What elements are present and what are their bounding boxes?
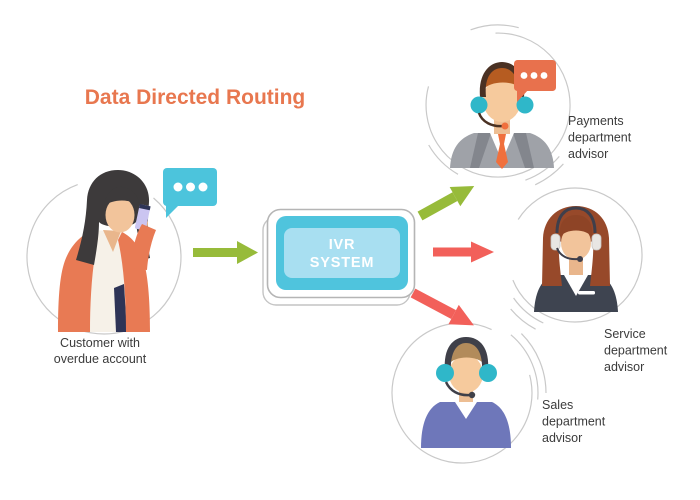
payments-headset-cup-right [516,96,534,114]
payments-label-line3: advisor [568,147,608,161]
customer-circle-arc [26,184,182,335]
arrow-ivr-to-sales [410,288,474,326]
sales-mic-arm [444,381,471,397]
payments-mic-tip [501,122,509,130]
payments-lapel-right [513,133,534,168]
sales-sweater [421,402,511,448]
payments-lapel-left [470,133,491,168]
sales-headset-band [444,337,489,371]
ivr-label-line1: IVR [329,237,356,253]
service-label-line2: department [604,344,668,358]
service-mic-arm [556,247,579,261]
payments-speech-bubble-icon [514,60,556,102]
payments-advisor-figure [450,62,554,169]
ivr-label-line2: SYSTEM [310,255,374,271]
service-mic-tip [577,256,583,262]
sales-label-line1: Sales [542,398,573,412]
customer-speech-bubble-icon [163,168,217,218]
sales-headset-cup-left [436,364,454,382]
service-bottom-left-arc-2 [510,308,536,330]
payments-face [483,78,521,122]
customer-arm [130,224,156,270]
payments-bottom-left-arc [428,144,459,175]
sales-headset-cup-right [479,364,497,382]
sales-label: Sales department advisor [542,398,606,445]
payments-headset-cup-left [470,96,488,114]
arrow-customer-to-ivr [193,241,258,264]
customer-label: Customer with overdue account [54,336,147,366]
customer-face [105,197,135,233]
payments-label-line2: department [568,131,632,145]
sales-circle-arc [391,322,533,464]
payments-top-arc [470,24,519,31]
sales-label-line2: department [542,415,606,429]
payments-tie [496,134,508,169]
payments-label: Payments department advisor [568,114,632,161]
sales-mic-tip [468,391,476,399]
service-bottom-left-arc-1 [513,297,544,324]
service-label: Service department advisor [604,327,668,374]
arrow-ivr-to-payments [417,185,475,221]
sales-advisor-figure [421,337,511,448]
arrow-ivr-to-service [433,241,494,263]
service-headset-cup-left [550,233,561,251]
payments-bottom-right-arc-1 [525,156,560,181]
service-circle-arc [512,187,643,323]
service-pocket-line [578,291,595,295]
decorative-circle-arcs [26,24,643,464]
customer-hair-fringe [104,186,140,207]
customer-shirt-stripe [114,284,127,332]
customer-label-line2: overdue account [54,352,147,366]
service-label-line3: advisor [604,360,644,374]
sales-label-line3: advisor [542,431,582,445]
ivr-system-box: IVR SYSTEM [262,208,416,306]
service-headset-band [555,206,597,234]
customer-neck [103,230,121,252]
service-headset-cup-right [591,233,602,251]
service-shirt [564,275,588,296]
sales-collar [455,402,477,419]
sales-right-arc-2 [520,333,547,394]
service-face [561,226,591,260]
sales-right-arc-1 [510,334,539,400]
payments-bottom-right-arc-2 [534,163,564,186]
payments-headset-band [479,62,525,97]
payments-label-line1: Payments [568,114,624,128]
sales-face [449,355,483,393]
ivr-box-inner [284,228,400,278]
phone-icon [135,204,151,231]
customer-figure [58,170,156,332]
payments-mic-arm [477,112,504,128]
customer-label-line1: Customer with [60,336,140,350]
service-advisor-figure [534,206,618,312]
page-title: Data Directed Routing [85,86,306,109]
service-label-line1: Service [604,327,646,341]
service-hair-fringe [559,215,593,238]
